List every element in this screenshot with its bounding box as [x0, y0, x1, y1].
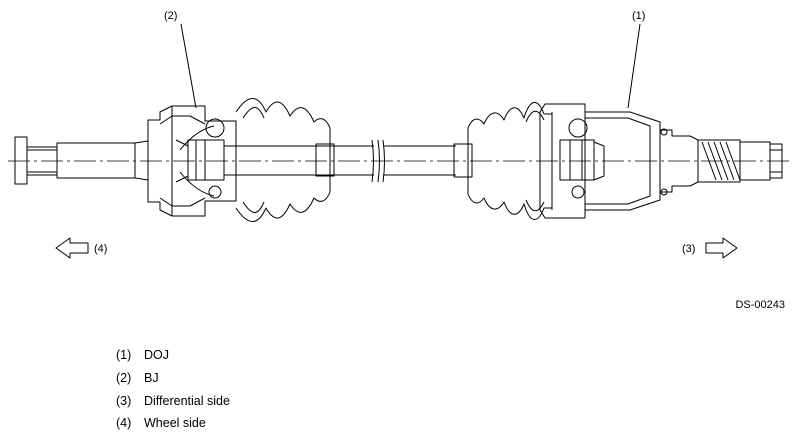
- legend: (1) DOJ (2) BJ (3) Differential side (4)…: [116, 344, 230, 435]
- figure-code: DS-00243: [735, 299, 785, 311]
- legend-text: BJ: [144, 370, 159, 385]
- callout-wheel: (4): [94, 243, 107, 255]
- callout-differential: (3): [682, 243, 695, 255]
- callout-bj: (2): [164, 10, 177, 22]
- main-shaft: [224, 145, 456, 176]
- legend-text: DOJ: [144, 348, 169, 362]
- bj-housing: [147, 105, 237, 217]
- legend-item: (2) BJ: [116, 367, 230, 390]
- wheel-side-arrow-icon: [55, 237, 89, 259]
- legend-text: Differential side: [144, 393, 230, 408]
- doj-housing: [539, 103, 668, 219]
- legend-number: (4): [116, 416, 132, 431]
- leader-line-bj: [180, 23, 197, 109]
- legend-number: (3): [116, 393, 132, 408]
- legend-item: (4) Wheel side: [116, 412, 230, 435]
- spline-lines: [701, 141, 741, 181]
- legend-number: (2): [116, 370, 132, 385]
- wheel-side-stub-shaft: [14, 136, 149, 185]
- leader-line-doj: [627, 23, 641, 109]
- legend-text: Wheel side: [144, 416, 206, 431]
- differential-side-arrow-icon: [705, 237, 738, 259]
- legend-number: (1): [116, 348, 132, 362]
- legend-item: (1) DOJ: [116, 344, 230, 367]
- bj-boot: [235, 98, 335, 222]
- shaft-break-mark: [371, 139, 385, 183]
- callout-doj: (1): [632, 10, 645, 22]
- differential-side-stub-shaft: [660, 129, 783, 193]
- legend-item: (3) Differential side: [116, 390, 230, 413]
